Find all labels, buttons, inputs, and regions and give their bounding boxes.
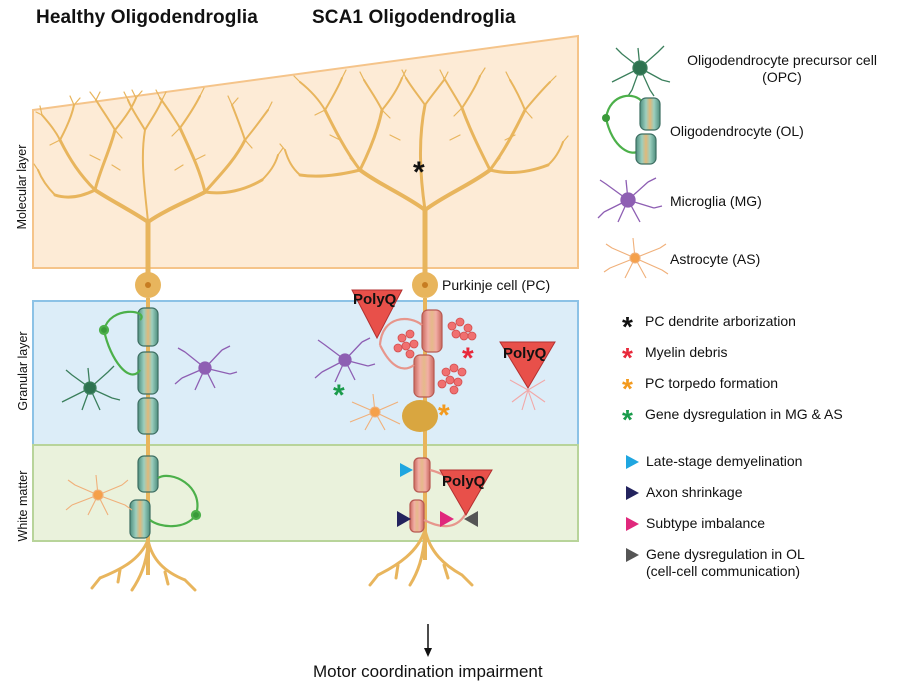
- asterisk-orange-marker: *: [438, 399, 450, 432]
- healthy-title: Healthy Oligodendroglia: [36, 7, 258, 28]
- healthy-opc-cell: [61, 365, 121, 411]
- triangle-pink-legend-icon: [626, 517, 639, 531]
- microglia-icon: [597, 177, 663, 223]
- asterisk-red-legend-icon: *: [622, 342, 633, 373]
- triangle-navy-legend-icon: [626, 486, 639, 500]
- healthy-astrocyte-cell: [65, 474, 133, 516]
- healthy-purkinje-dendrites: [33, 87, 284, 275]
- asterisk-black-marker: *: [413, 156, 425, 189]
- polyq-marker-soma: PolyQ: [351, 289, 403, 340]
- asterisk-black-legend-icon: *: [622, 311, 633, 342]
- sca1-purkinje-dendrites: [279, 67, 569, 275]
- healthy-oligodendrocyte-granular: [98, 310, 143, 376]
- asterisk-red-marker: *: [462, 342, 474, 375]
- healthy-microglia-cell: [174, 345, 238, 391]
- granular-layer-panel: [32, 300, 579, 446]
- polyq-marker-granular: PolyQ: [499, 341, 556, 389]
- asterisk-legend-label: PC dendrite arborization: [645, 313, 796, 329]
- sca1-myelin-segments: [409, 309, 443, 533]
- astrocyte-icon: [603, 237, 669, 279]
- granular-layer-label: Granular layer: [16, 331, 30, 411]
- triangle-gray-marker: [464, 511, 478, 527]
- sca1-title: SCA1 Oligodendroglia: [312, 7, 516, 28]
- sca1-faded-opc: [509, 379, 546, 411]
- asterisk-green-marker: *: [333, 379, 345, 412]
- healthy-axon-terminals: [90, 538, 197, 592]
- triangle-blue-legend-icon: [626, 455, 639, 469]
- triangle-navy-marker: [397, 511, 411, 527]
- molecular-layer-panel: [32, 34, 579, 269]
- triangle-blue-marker: [400, 463, 413, 477]
- footer-outcome: Motor coordination impairment: [313, 662, 543, 681]
- legend-mg-label: Microglia (MG): [670, 193, 762, 209]
- white-matter-panel: [32, 444, 579, 542]
- svg-text:PolyQ: PolyQ: [503, 345, 547, 362]
- purkinje-cell-label: Purkinje cell (PC): [442, 277, 551, 293]
- molecular-layer-label: Molecular layer: [15, 144, 29, 230]
- pc-torpedo-swelling: [402, 400, 438, 432]
- sca1-axon-terminals: [368, 528, 474, 587]
- svg-text:PolyQ: PolyQ: [442, 473, 486, 490]
- asterisk-green-legend-icon: *: [622, 404, 633, 435]
- healthy-oligodendrocyte-white-matter: [149, 474, 202, 528]
- svg-text:PolyQ: PolyQ: [353, 291, 397, 308]
- triangle-legend-label: Subtype imbalance: [646, 515, 766, 531]
- asterisk-legend-label: PC torpedo formation: [645, 375, 779, 391]
- legend-opc-label: Oligodendrocyte precursor cell(OPC): [687, 52, 877, 85]
- healthy-myelin-segments: [129, 307, 159, 539]
- sca1-microglia-cell: [314, 337, 376, 383]
- polyq-marker-white-matter: PolyQ: [439, 469, 493, 516]
- sca1-oligodendrocyte-granular: [378, 317, 423, 370]
- triangle-legend-label: Late-stage demyelination: [646, 453, 803, 469]
- sca1-astrocyte-cell: [349, 393, 401, 431]
- asterisk-legend-label: Myelin debris: [645, 344, 728, 360]
- white-matter-label: White matter: [16, 470, 30, 542]
- oligodendrocyte-icon: [602, 94, 661, 165]
- myelin-debris-cluster: [393, 317, 477, 395]
- asterisk-legend-label: Gene dysregulation in MG & AS: [645, 406, 843, 422]
- legend-as-label: Astrocyte (AS): [670, 251, 761, 267]
- legend-ol-label: Oligodendrocyte (OL): [670, 123, 804, 139]
- triangle-pink-marker: [440, 511, 454, 527]
- triangle-legend-label: Axon shrinkage: [646, 484, 743, 500]
- opc-icon: [611, 45, 671, 97]
- triangle-legend-label: Gene dysregulation in OL(cell-cell commu…: [646, 546, 805, 579]
- asterisk-orange-legend-icon: *: [622, 373, 633, 404]
- triangle-gray-legend-icon: [626, 548, 639, 562]
